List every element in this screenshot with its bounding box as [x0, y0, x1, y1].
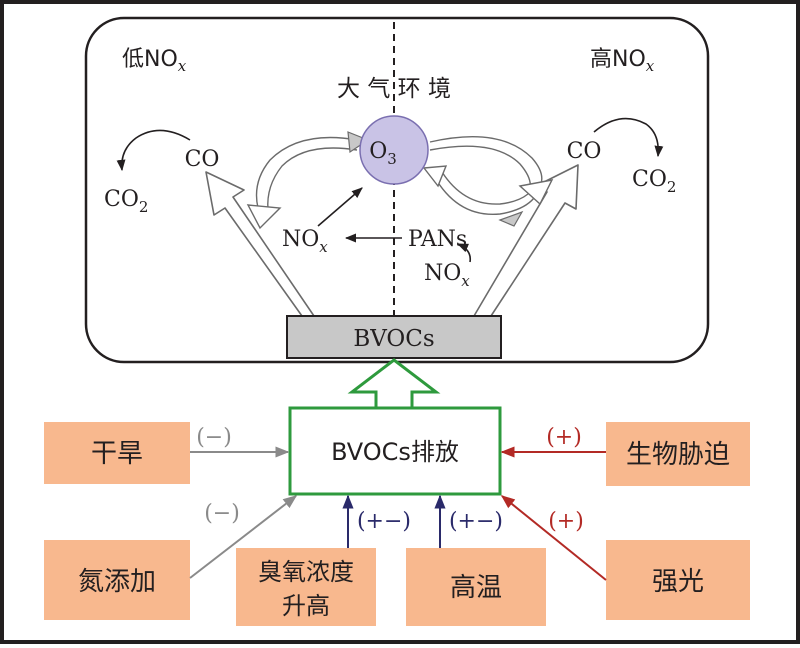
- bvocs-box: [286, 315, 502, 359]
- right-nox-label: NOx: [424, 261, 470, 290]
- left-curve-tail: [347, 131, 370, 154]
- light-box: [606, 540, 750, 620]
- left-curve-outer: [255, 136, 358, 209]
- ozone-label-line2: 升高: [282, 592, 330, 620]
- ozone-effect: (+−): [357, 509, 411, 534]
- temperature-box: [406, 548, 546, 626]
- right-curve-upper-head: [518, 179, 554, 206]
- o3-circle: [359, 115, 429, 185]
- right-curve-lower-outer: [433, 175, 535, 216]
- nitrogen-label: 氮添加: [78, 567, 156, 597]
- nitrogen-arrow: [189, 495, 298, 579]
- light-arrow: [500, 495, 607, 581]
- left-curve-inner: [267, 147, 358, 211]
- temperature-effect: (+−): [449, 509, 503, 534]
- right-co-to-co2-arrow: [593, 117, 664, 158]
- drought-label: 干旱: [91, 439, 143, 469]
- temperature-label: 高温: [450, 573, 502, 603]
- o3-label: O3: [369, 139, 397, 168]
- ozone-box: [236, 548, 376, 626]
- stress-box: [606, 422, 750, 486]
- bvocs-label: BVOCs: [353, 326, 434, 352]
- light-label: 强光: [652, 567, 704, 597]
- high-nox-label: 高NOx: [590, 47, 655, 75]
- right-curve-lower-inner: [441, 171, 529, 205]
- bvocs-emission-label: BVOCs排放: [331, 438, 459, 466]
- left-co2-label: CO2: [104, 187, 148, 216]
- right-curve-lower-head: [422, 165, 448, 188]
- atmosphere-title: 大 气 环 境: [337, 76, 451, 102]
- nitrogen-effect: (−): [204, 501, 240, 526]
- left-co-label: CO: [185, 147, 220, 172]
- left-curve-head: [246, 204, 282, 230]
- left-nox-label: NOx: [282, 227, 328, 256]
- light-effect: (+): [548, 509, 584, 534]
- right-co2-label: CO2: [632, 167, 676, 196]
- right-curve-upper-outer: [429, 136, 543, 187]
- drought-effect: (−): [196, 425, 232, 450]
- stress-effect: (+): [546, 425, 582, 450]
- bvocs-emission-box: [288, 406, 502, 496]
- left-hollow-arrow: [205, 171, 315, 317]
- nitrogen-box: [44, 540, 190, 620]
- emission-up-arrow: [347, 358, 441, 410]
- right-curve-lower-tail: [498, 210, 524, 227]
- low-nox-label: 低NOx: [122, 47, 187, 75]
- ozone-label-line1: 臭氧浓度: [258, 558, 354, 586]
- stress-label: 生物胁迫: [626, 440, 730, 470]
- right-co-label: CO: [567, 139, 602, 164]
- drought-box: [44, 422, 190, 484]
- left-co-to-co2-arrow: [116, 129, 191, 172]
- right-curve-upper-inner: [429, 145, 531, 189]
- pans-label: PANs: [408, 227, 467, 252]
- nox-to-o3-arrow: [317, 187, 363, 227]
- nox-to-pans-arrow: [456, 243, 472, 263]
